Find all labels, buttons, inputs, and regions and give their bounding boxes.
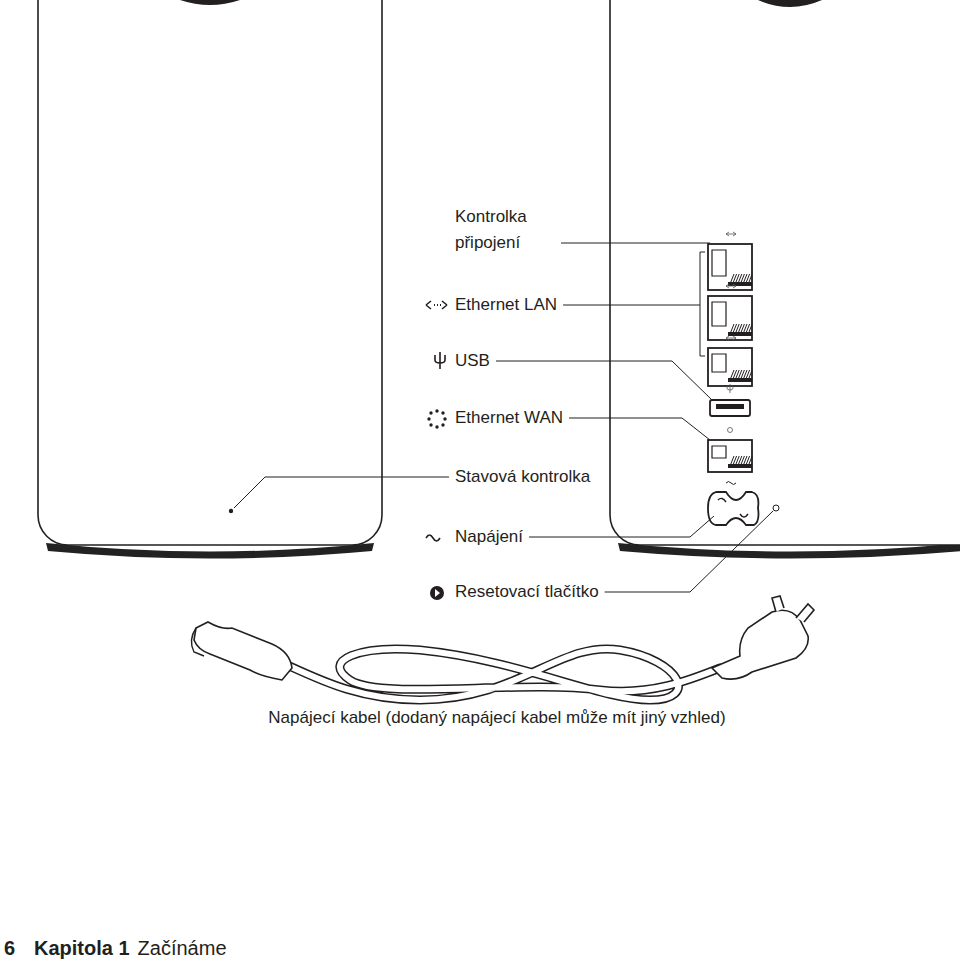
- ethernet-icon-dots: [434, 304, 441, 306]
- wall-plug: [712, 610, 808, 679]
- reset-icon: [430, 586, 444, 600]
- device-body: [38, 0, 382, 545]
- leader-line: [561, 243, 710, 244]
- callout-label: Resetovací tlačítko: [455, 579, 599, 605]
- ethernet-port: [708, 440, 752, 472]
- status-light: [229, 509, 233, 513]
- apple-logo: [180, 0, 240, 5]
- device-body: [610, 0, 960, 545]
- chapter-title: Začínáme: [138, 935, 227, 961]
- leader-line: [569, 418, 710, 440]
- port-contacts: [728, 282, 752, 286]
- lan-bracket: [700, 252, 705, 356]
- power-port: [708, 492, 759, 525]
- leader-line: [529, 516, 714, 537]
- power-port-detail: [718, 498, 748, 517]
- callout-label: Kontrolka připojení: [455, 204, 555, 256]
- callout-label: USB: [455, 348, 490, 374]
- port-contacts: [728, 332, 752, 336]
- leader-line: [496, 361, 712, 400]
- port-latch: [712, 302, 726, 326]
- callout-label: Stavová kontrolka: [455, 464, 590, 490]
- figure-caption: Napájecí kabel (dodaný napájecí kabel mů…: [268, 705, 725, 731]
- port-symbol: [726, 284, 736, 288]
- usb-tongue: [716, 404, 744, 409]
- leader-line: [563, 305, 700, 306]
- port-symbol: [728, 428, 733, 433]
- port-symbol: [726, 232, 736, 236]
- cable-outline: [285, 649, 720, 700]
- port-symbol: [726, 336, 736, 340]
- reset-icon-arrow: [435, 589, 440, 597]
- port-contacts: [728, 378, 752, 382]
- ethernet-port: [708, 348, 752, 386]
- page-number: 6: [4, 935, 15, 961]
- callout-label: Ethernet WAN: [455, 405, 563, 431]
- ethernet-port: [708, 296, 752, 340]
- appliance-connector: [194, 622, 292, 680]
- port-latch: [712, 446, 726, 458]
- usb-port: [710, 400, 750, 416]
- port-latch: [712, 250, 726, 276]
- leader-line: [234, 477, 449, 508]
- plug-prongs: [772, 596, 814, 622]
- callout-label: Napájení: [455, 524, 523, 550]
- label-icons: [426, 301, 447, 541]
- power-icon: [426, 535, 440, 541]
- port-panel: [708, 232, 752, 472]
- port-contacts: [728, 464, 752, 468]
- power-cable: [191, 596, 814, 700]
- leader-line: [605, 511, 773, 592]
- ethernet-icon: [426, 301, 447, 309]
- base-station-front: [38, 0, 382, 559]
- base-station-back: [610, 0, 960, 559]
- power-symbol: [726, 482, 736, 485]
- wan-icon: [427, 409, 446, 428]
- connector-face: [191, 628, 204, 656]
- ethernet-port: [708, 244, 752, 290]
- reset-button: [773, 505, 779, 511]
- port-latch: [712, 354, 726, 372]
- port-symbol: [727, 384, 733, 393]
- apple-logo: [758, 0, 822, 7]
- callout-label: Ethernet LAN: [455, 292, 557, 318]
- usb-icon: [435, 352, 445, 369]
- chapter-label: Kapitola 1: [34, 935, 130, 961]
- cable-fill: [285, 649, 720, 700]
